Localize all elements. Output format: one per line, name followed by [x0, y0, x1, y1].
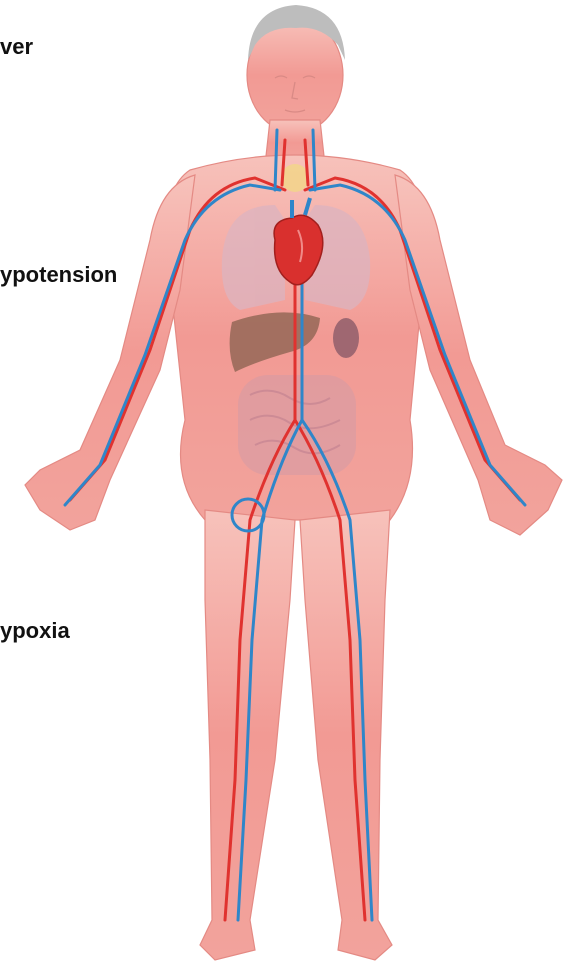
thyroid: [281, 164, 309, 192]
symptom-label-hypoxia: ypoxia: [0, 618, 70, 644]
right-arm: [395, 175, 562, 535]
left-arm: [25, 175, 195, 530]
symptom-label-fever: ver: [0, 34, 33, 60]
spleen: [333, 318, 359, 358]
body-silhouette: [25, 17, 562, 960]
symptom-label-hypotension: ypotension: [0, 262, 117, 288]
